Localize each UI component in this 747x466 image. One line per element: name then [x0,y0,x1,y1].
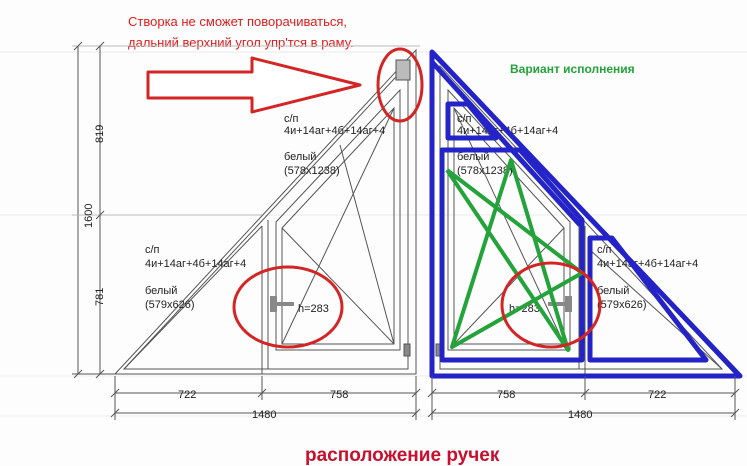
variant-blue-outline [429,49,743,379]
diagram-caption: расположение ручек [305,445,500,466]
right-lower-fixed-label: с/п 4и+14аг+4б+14аг+4 белый (579x626) [597,244,698,311]
right-lower-glass: 4и+14аг+4б+14аг+4 [597,258,698,270]
right-upper-size: (578x1238) [457,165,513,177]
variant-label: Вариант исполнения [510,62,635,76]
dim-right-width-b: 722 [648,389,666,401]
left-upper-type: с/п [284,113,299,125]
left-lower-glass: 4и+14аг+4б+14аг+4 [145,258,246,270]
dim-total-height: 1600 [83,204,95,228]
left-upper-glass: 4и+14аг+4б+14аг+4 [284,125,385,137]
left-window [113,48,417,375]
left-lower-fixed-label: с/п 4и+14аг+4б+14аг+4 белый (579x626) [145,244,246,311]
dim-right-width-a: 758 [497,389,515,401]
dim-left-width-a: 722 [178,389,196,401]
dim-lower-height: 781 [94,288,106,306]
red-highlight-ellipses [232,47,602,349]
right-upper-color: белый [457,151,489,163]
left-handle-height: h=283 [298,303,329,315]
right-handle-icon [548,296,572,312]
left-upper-color: белый [284,151,316,163]
variant-green-star [445,158,584,352]
red-arrow [146,56,362,114]
left-lower-type: с/п [145,244,160,256]
left-upper-sash-label: с/п 4и+14аг+4б+14аг+4 белый (578x1238) [284,113,385,177]
horizontal-dimensions [110,376,740,420]
right-lower-type: с/п [597,244,612,256]
left-lower-size: (579x626) [145,299,195,311]
left-lower-color: белый [145,285,177,297]
left-upper-size: (578x1238) [284,165,340,177]
right-lower-size: (579x626) [597,299,647,311]
dim-right-total: 1480 [568,409,592,421]
vertical-dimensions [72,41,420,379]
right-lower-color: белый [597,285,629,297]
annotation-line-2: дальний верхний угол упр'тся в раму. [128,35,354,50]
dim-upper-height: 819 [94,125,106,143]
annotation-line-1: Створка не сможет поворачиваться, [128,14,347,29]
dim-left-width-b: 758 [330,389,348,401]
right-upper-type: с/п [457,113,472,125]
left-handle-icon [270,296,294,312]
dim-left-total: 1480 [252,409,276,421]
